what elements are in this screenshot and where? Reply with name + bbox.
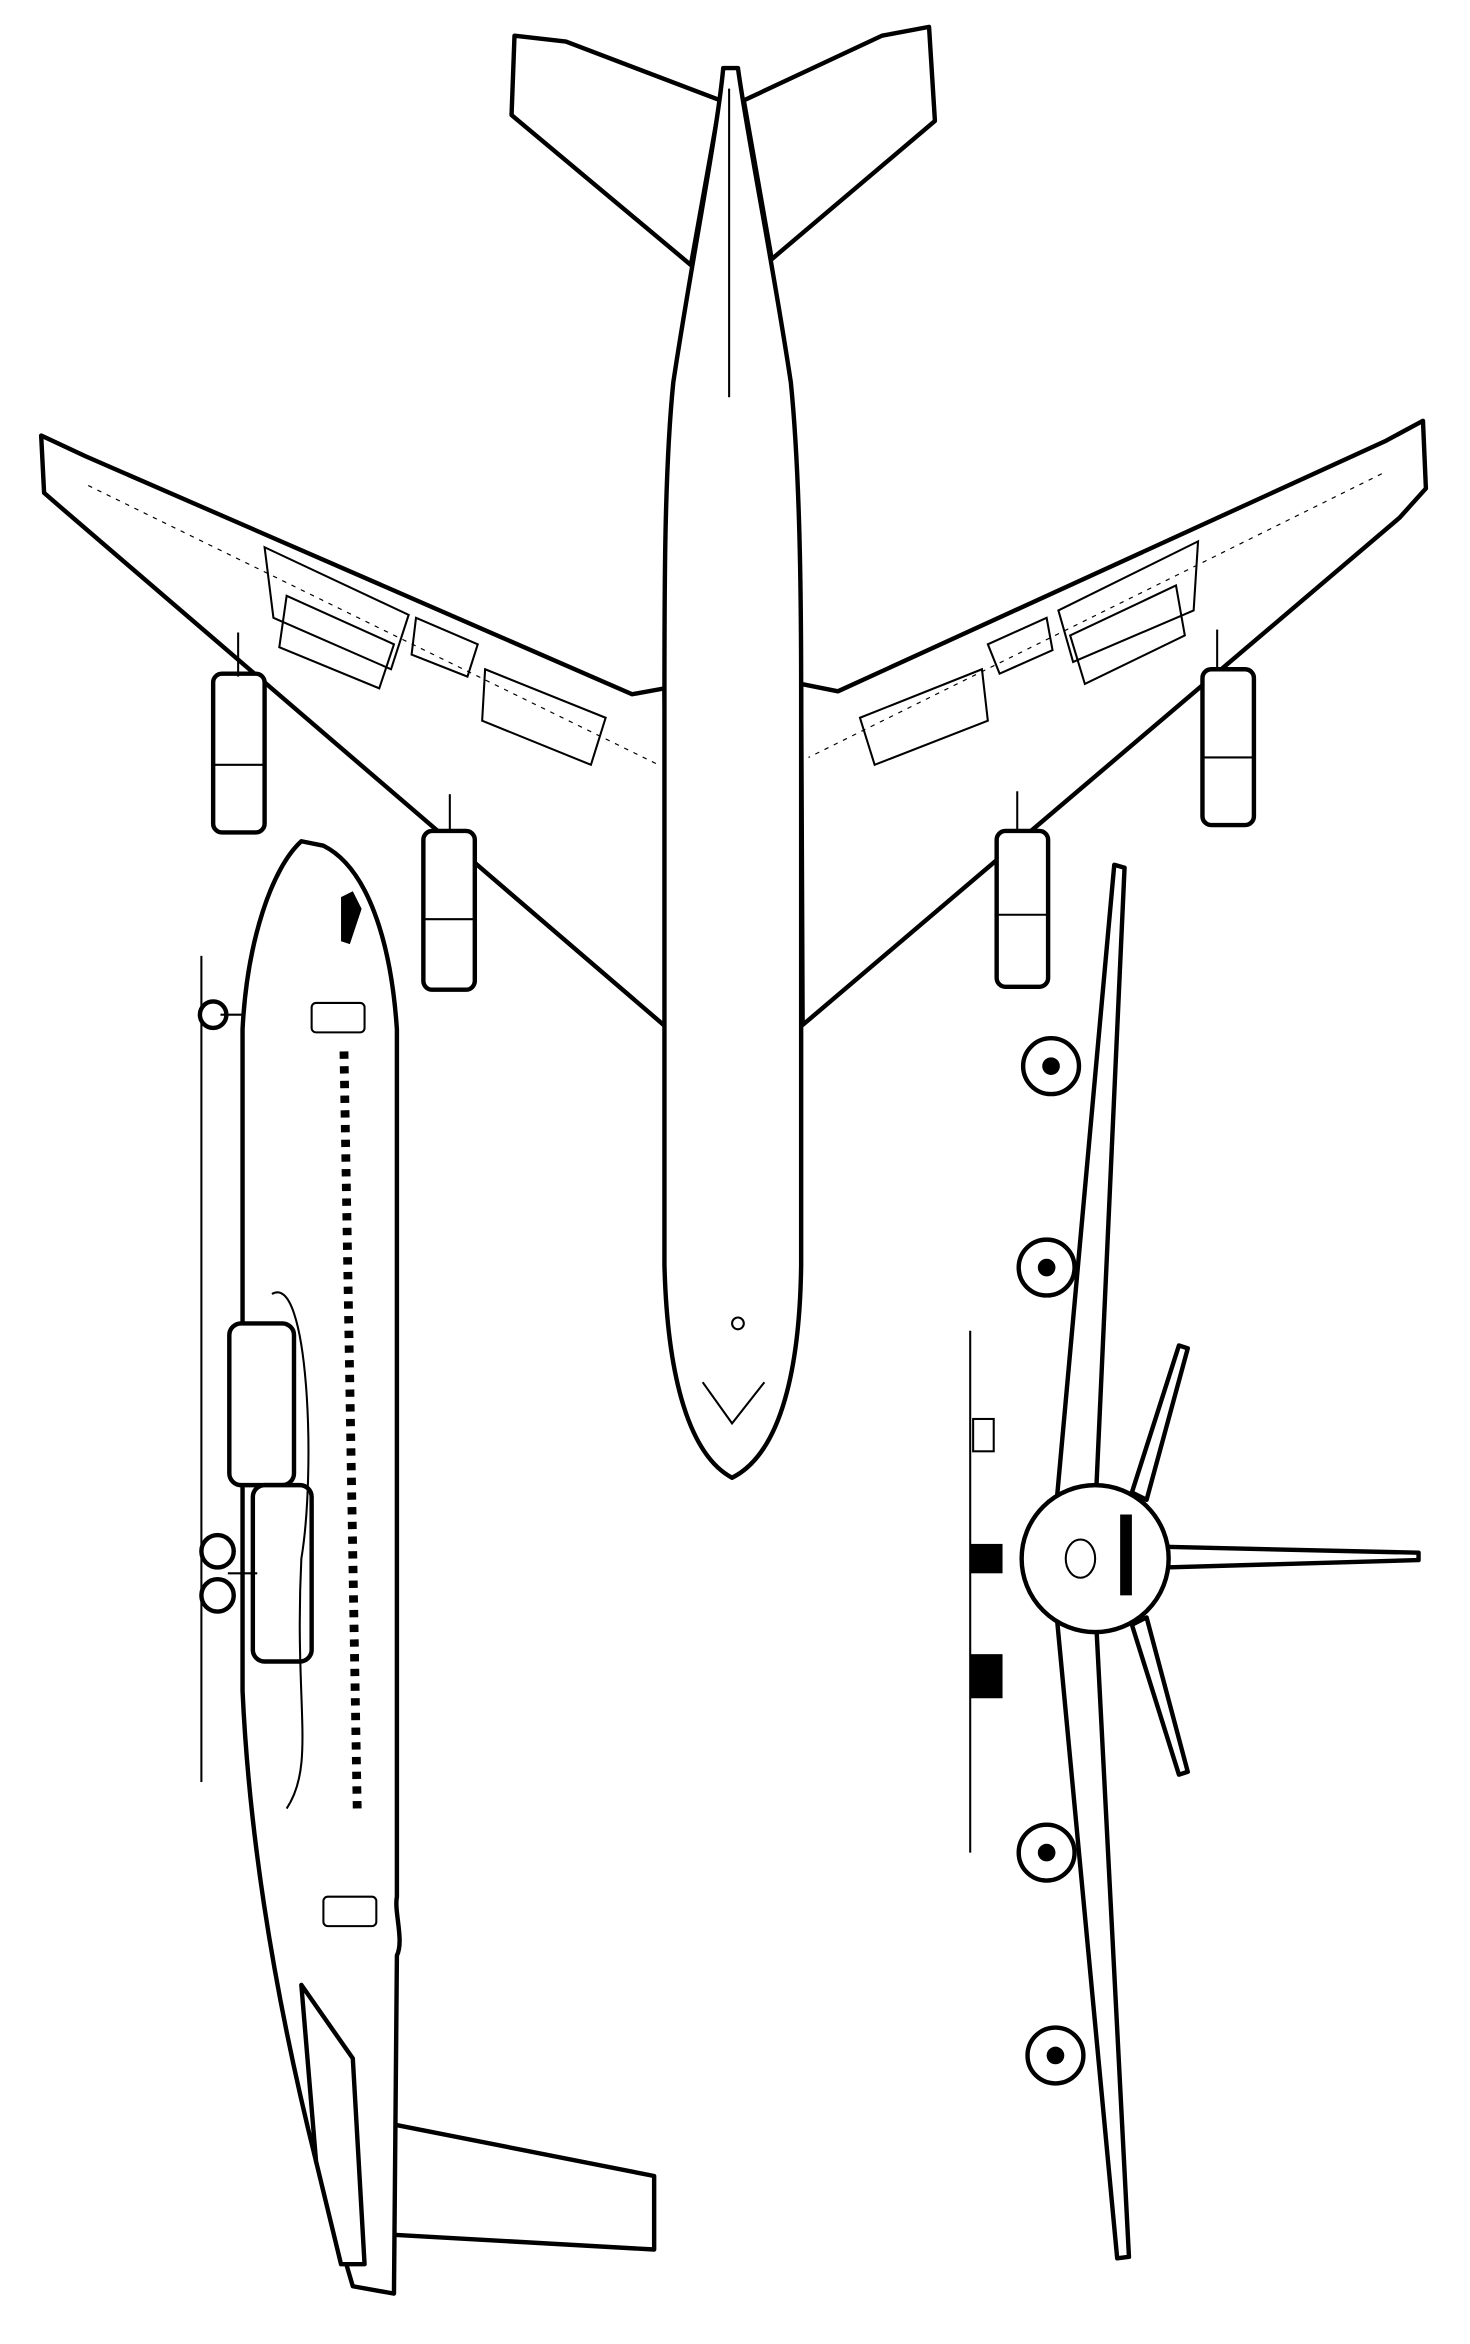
left-horizontal-stabilizer — [509, 33, 723, 268]
front-engines — [1016, 1036, 1086, 2086]
left-flaps — [87, 484, 659, 767]
plan-view — [38, 24, 1429, 1480]
engine-pod-right-outer — [1200, 629, 1257, 828]
side-view — [197, 839, 657, 2296]
stabilizer-upper — [1129, 1343, 1190, 1503]
front-landing-gear — [970, 1417, 1003, 1699]
right-wing — [798, 418, 1429, 1028]
main-gear — [199, 1532, 258, 1614]
nose-gear — [197, 999, 243, 1031]
engine-pod-left-inner — [421, 794, 478, 992]
horizontal-stabilizer-side — [391, 2122, 657, 2252]
lower-wing-front — [1053, 1600, 1132, 2261]
left-wing — [38, 433, 672, 1032]
side-engines — [227, 1291, 314, 1810]
engine-pod-right-inner — [994, 791, 1051, 989]
right-flaps — [808, 473, 1383, 767]
fuselage — [662, 65, 804, 1480]
side-fuselage — [240, 839, 402, 2296]
vertical-fin-front — [1163, 1544, 1421, 1570]
engine-pod-left-outer — [210, 632, 267, 835]
stabilizer-lower — [1129, 1615, 1190, 1777]
right-horizontal-stabilizer — [741, 24, 938, 262]
upper-wing-front — [1053, 862, 1127, 1517]
front-view — [969, 862, 1421, 2261]
